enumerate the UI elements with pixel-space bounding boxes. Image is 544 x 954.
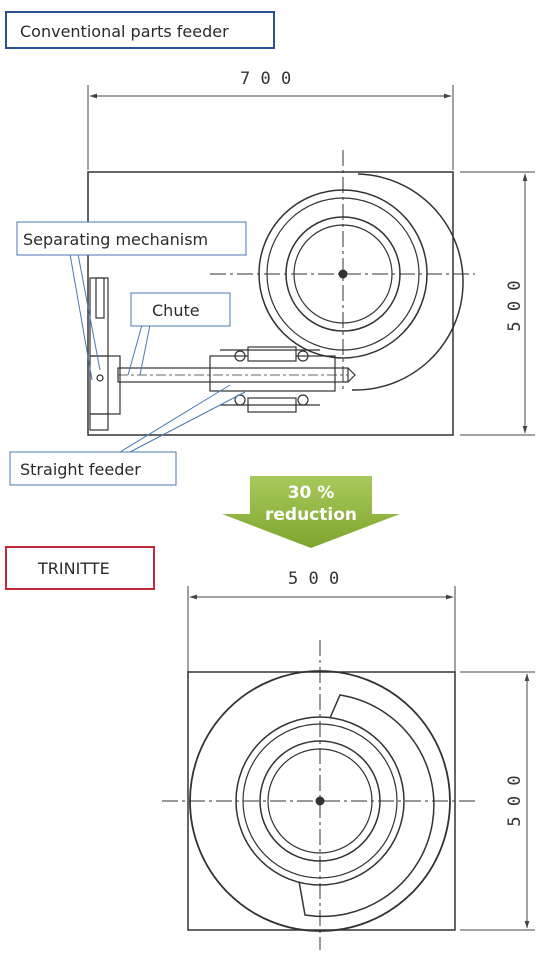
bottom-height-text: 5 0 0 — [505, 775, 525, 826]
top-height-text: 5 0 0 — [505, 280, 525, 331]
top-width-text: 7 0 0 — [240, 69, 291, 89]
chute-label: Chute — [152, 301, 200, 320]
straight-feeder-unit — [209, 346, 336, 413]
trinitte-label: TRINITTE — [37, 559, 110, 578]
reduction-word: reduction — [265, 505, 357, 525]
conventional-label-box: Conventional parts feeder — [5, 11, 275, 49]
top-width-dimension — [87, 85, 454, 170]
separating-callout: Separating mechanism — [16, 221, 247, 381]
chute-track — [117, 367, 356, 383]
separating-mechanism — [89, 277, 121, 431]
bottom-height-dimension — [460, 671, 535, 931]
straight-feeder-label: Straight feeder — [20, 460, 141, 479]
top-height-dimension — [460, 171, 535, 436]
bottom-width-dimension — [187, 586, 456, 672]
reduction-arrow: 30 % reduction — [222, 476, 400, 548]
trinitte-bowl — [162, 640, 478, 950]
chute-callout: Chute — [127, 292, 231, 376]
separating-label: Separating mechanism — [23, 230, 208, 249]
trinitte-label-box: TRINITTE — [5, 546, 155, 590]
conventional-base-plate — [87, 171, 454, 436]
conventional-bowl — [210, 150, 475, 391]
bottom-width-text: 5 0 0 — [288, 569, 339, 589]
conventional-label: Conventional parts feeder — [20, 22, 229, 41]
reduction-value: 30 % — [288, 483, 335, 503]
straight-feeder-callout: Straight feeder — [9, 384, 246, 486]
